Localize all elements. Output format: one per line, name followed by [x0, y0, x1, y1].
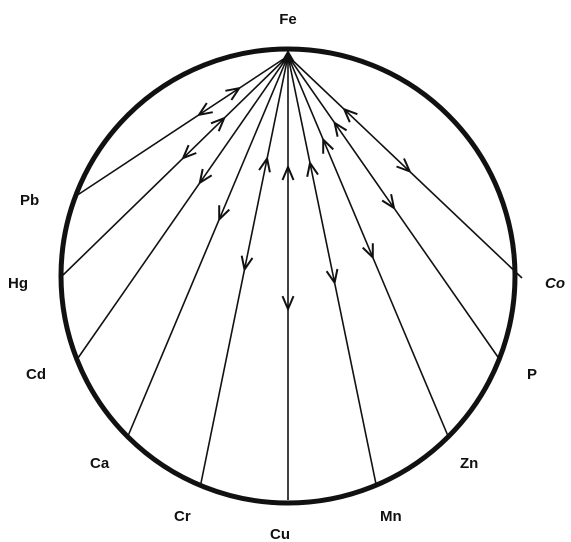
- arrowhead-ca-toward-node: [218, 205, 230, 222]
- arrowhead-pb-toward-hub: [225, 86, 242, 101]
- arrowhead-p-toward-hub: [333, 120, 348, 137]
- node-label-ca: Ca: [90, 455, 110, 472]
- node-label-cd: Cd: [26, 366, 46, 383]
- arrowhead-co-toward-node: [396, 158, 412, 174]
- edge-fe-hg: [59, 55, 289, 279]
- hub-label: Fe: [279, 11, 297, 28]
- node-label-mn: Mn: [380, 508, 402, 525]
- hub-point: [281, 50, 295, 62]
- node-label-p: P: [527, 366, 537, 383]
- arrowhead-cr-toward-hub: [258, 155, 271, 173]
- arrowhead-p-toward-node: [381, 193, 396, 211]
- node-labels: Pb Hg Cd Ca Cr Cu Mn Zn P Co: [8, 192, 565, 542]
- arrowhead-co-toward-hub: [342, 107, 358, 123]
- edge-fe-ca: [127, 55, 289, 437]
- arrowhead-hg-toward-hub: [210, 116, 227, 132]
- arrowhead-mn-toward-hub: [306, 160, 319, 177]
- arrowhead-cd-toward-node: [198, 168, 213, 185]
- edge-fe-cd: [77, 55, 289, 359]
- arrowhead-cu-toward-node: [281, 295, 295, 312]
- arrowhead-mn-toward-node: [325, 268, 339, 286]
- node-label-cr: Cr: [174, 508, 191, 525]
- arrowhead-zn-toward-node: [362, 243, 374, 260]
- interaction-lines: [59, 55, 523, 500]
- edge-fe-zn: [287, 55, 449, 437]
- node-label-co: Co: [545, 275, 565, 292]
- node-label-hg: Hg: [8, 275, 28, 292]
- arrowhead-zn-toward-hub: [322, 137, 334, 154]
- node-label-pb: Pb: [20, 192, 39, 209]
- arrowhead-hg-toward-node: [181, 144, 197, 160]
- node-label-zn: Zn: [460, 455, 478, 472]
- edge-fe-pb: [75, 55, 289, 197]
- edge-fe-mn: [287, 55, 377, 485]
- edge-fe-co: [287, 55, 523, 279]
- arrowhead-cu-toward-hub: [281, 164, 295, 181]
- node-label-cu: Cu: [270, 526, 290, 542]
- arrowhead-cr-toward-node: [240, 255, 254, 273]
- arrowhead-pb-toward-node: [196, 102, 213, 117]
